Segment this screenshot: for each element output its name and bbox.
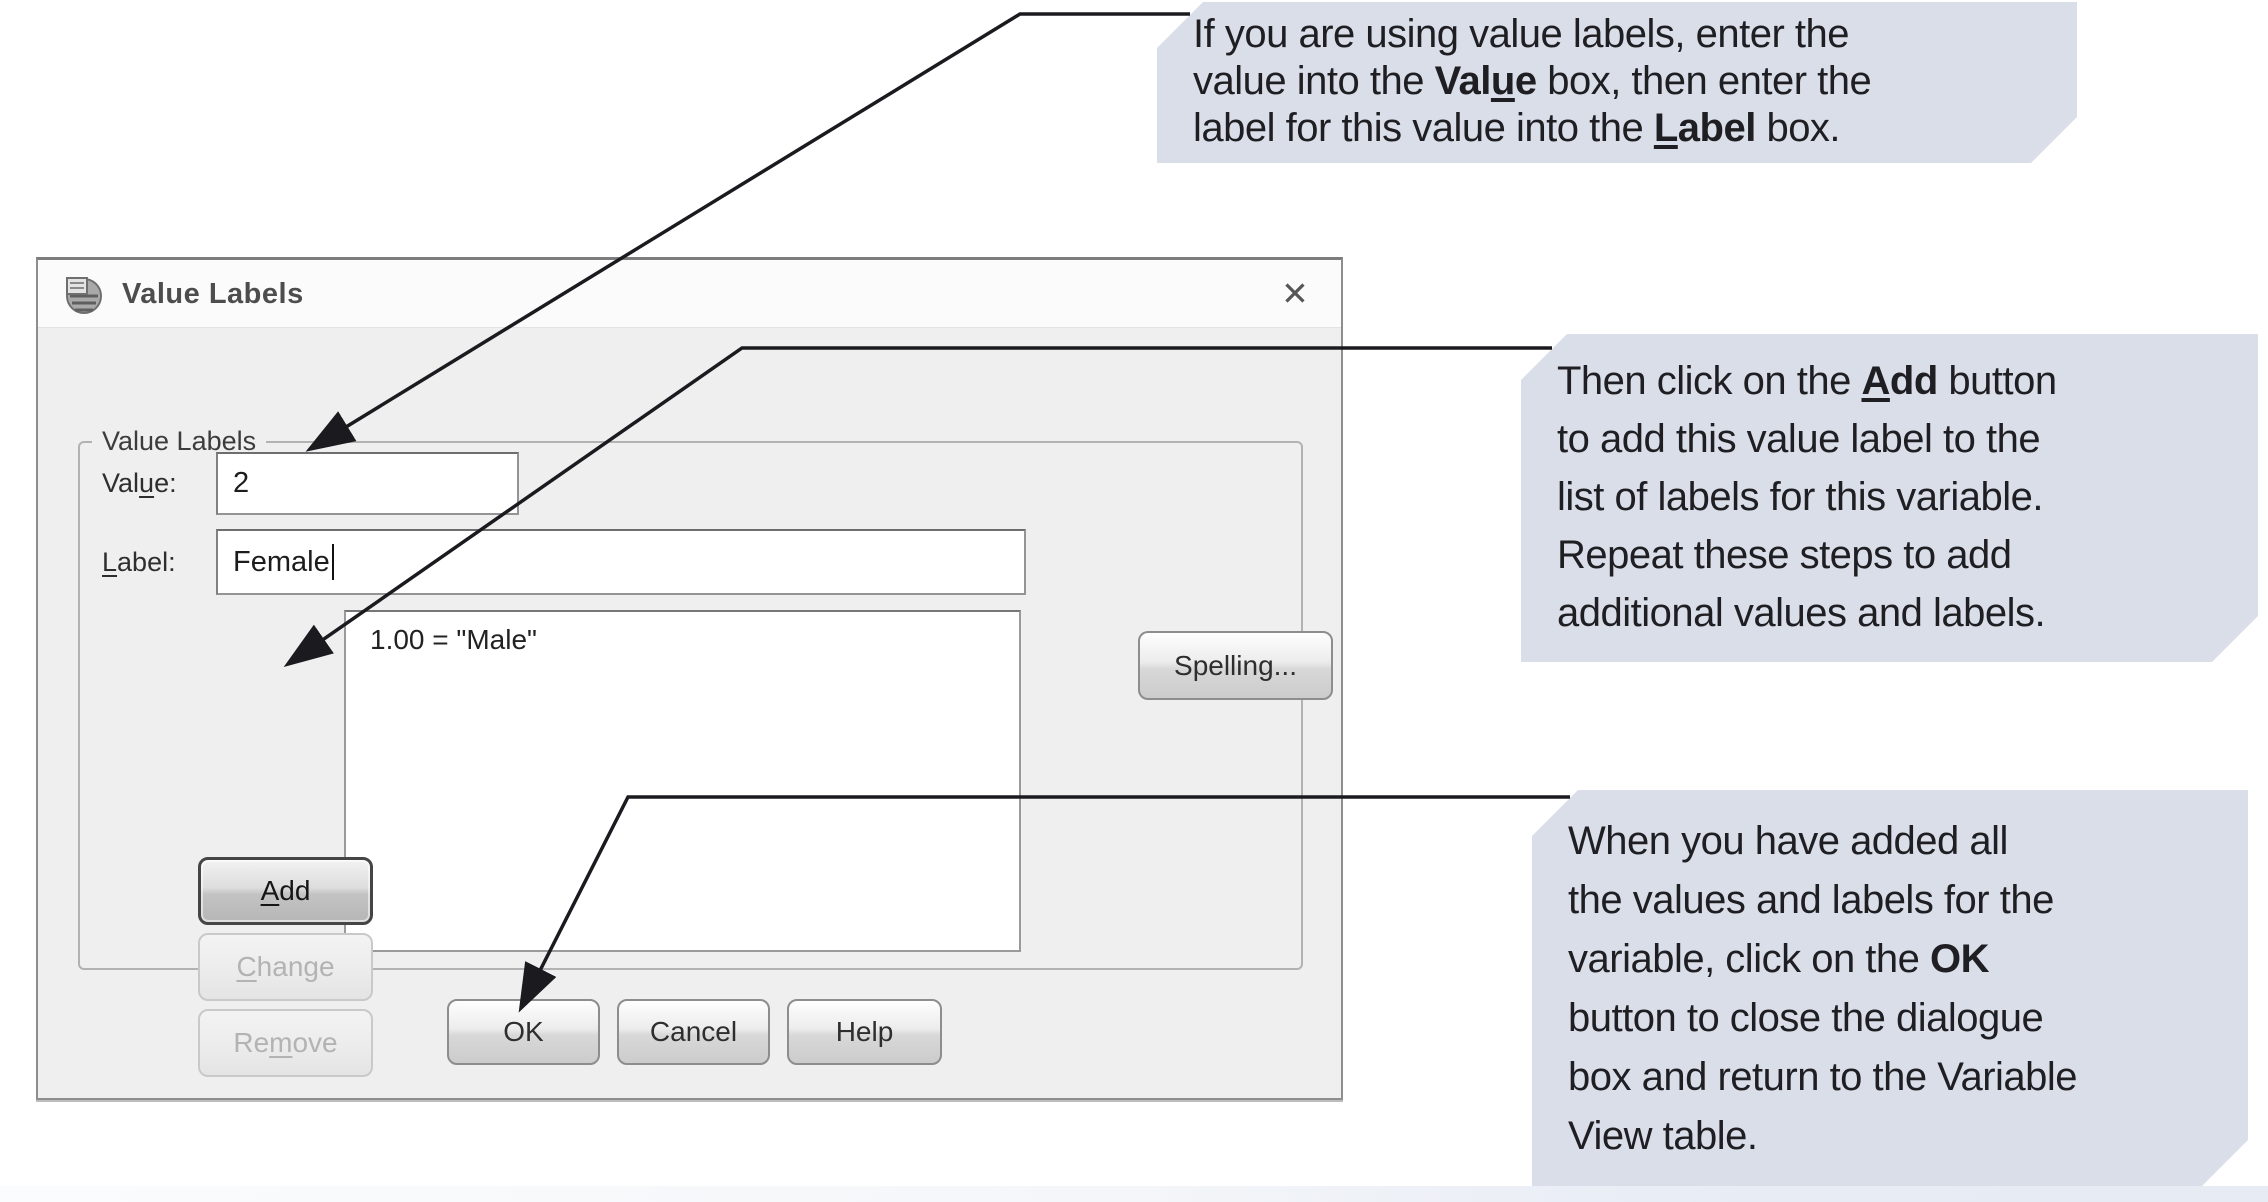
callout-line: the values and labels for the — [1568, 878, 2054, 922]
callout-line: list of labels for this variable. — [1557, 475, 2043, 519]
list-item[interactable]: 1.00 = "Male" — [370, 624, 537, 655]
help-button[interactable]: Help — [787, 999, 942, 1065]
dialog-title: Value Labels — [122, 278, 304, 310]
callout-line: When you have added all — [1568, 819, 2008, 863]
callout-line: variable, click on the OK — [1568, 937, 1990, 981]
cancel-button[interactable]: Cancel — [617, 999, 770, 1065]
value-labels-list[interactable]: 1.00 = "Male" — [344, 610, 1021, 952]
group-title: Value Labels — [92, 426, 267, 457]
dialog-titlebar: Value Labels ✕ — [38, 260, 1341, 328]
callout-line: button to close the dialogue — [1568, 996, 2044, 1040]
label-input-text: Female — [233, 545, 330, 578]
bottom-page-strip — [0, 1186, 2268, 1202]
callout-line: Then click on the Add button — [1557, 359, 2057, 403]
callout-value-label-boxes: If you are using value labels, enter the… — [1157, 2, 2077, 163]
callout-line: additional values and labels. — [1557, 591, 2046, 635]
remove-button[interactable]: Remove — [198, 1009, 373, 1077]
value-input[interactable]: 2 — [216, 452, 519, 515]
add-button[interactable]: Add — [198, 857, 373, 925]
change-button[interactable]: Change — [198, 933, 373, 1001]
label-input[interactable]: Female — [216, 529, 1026, 595]
spelling-button[interactable]: Spelling... — [1138, 631, 1333, 700]
value-input-text: 2 — [233, 467, 250, 499]
callout-add-button: Then click on the Add button to add this… — [1521, 334, 2258, 662]
close-icon[interactable]: ✕ — [1281, 275, 1309, 312]
callout-line: to add this value label to the — [1557, 417, 2041, 461]
callout-ok-button: When you have added all the values and l… — [1532, 790, 2248, 1186]
callout-line: If you are using value labels, enter the — [1193, 12, 1849, 56]
value-labels-dialog-icon — [60, 272, 104, 316]
callout-line: View table. — [1568, 1114, 1758, 1158]
callout-line: box and return to the Variable — [1568, 1055, 2078, 1099]
text-caret — [331, 544, 334, 580]
callout-line: Repeat these steps to add — [1557, 533, 2012, 577]
callout-line: label for this value into the Label box. — [1193, 106, 1841, 150]
ok-button[interactable]: OK — [447, 999, 600, 1065]
callout-line: value into the Value box, then enter the — [1193, 59, 1872, 103]
